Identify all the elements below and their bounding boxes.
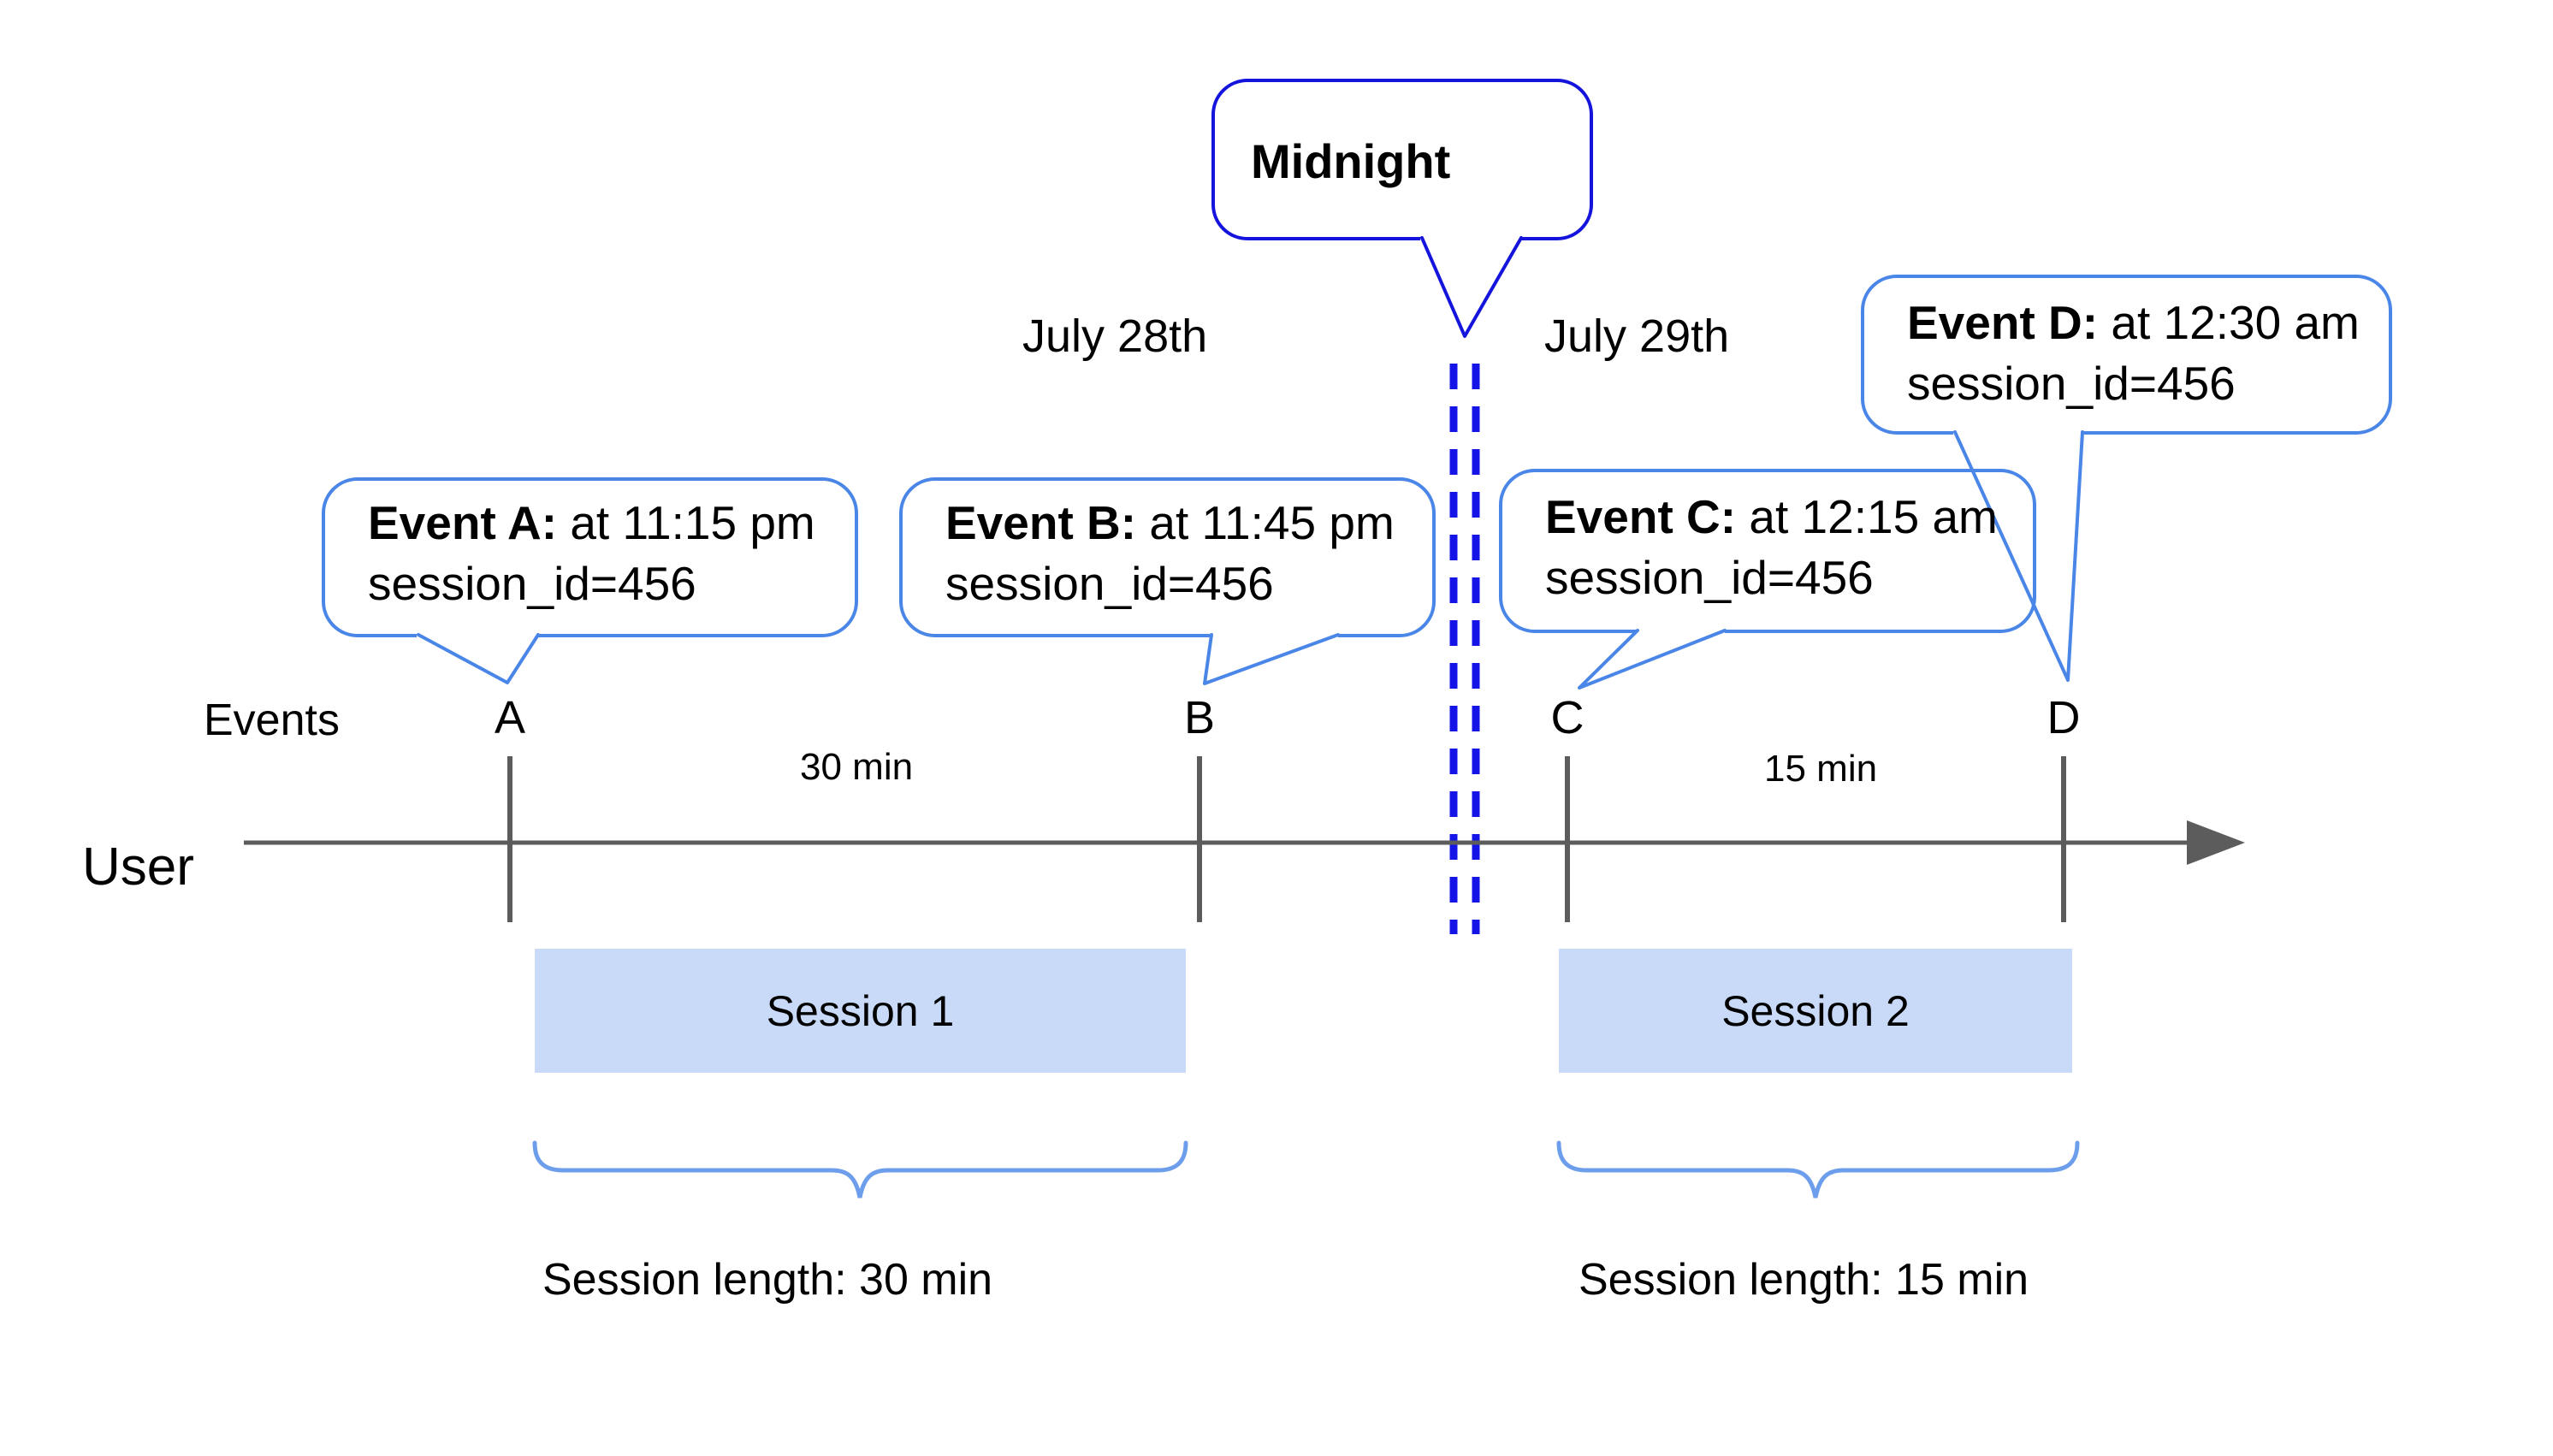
event-d-bubble-tail-gap [1953, 429, 2082, 437]
event-a-bubble-tail-gap [417, 632, 538, 640]
session-2-length-label: Session length: 15 min [1579, 1255, 2029, 1305]
event-d-bubble-tail [1953, 430, 2084, 682]
tick-label-a: A [494, 692, 526, 743]
date-july-28: July 28th [1022, 311, 1208, 362]
event-b-time: at 11:45 pm [1136, 496, 1395, 549]
session-2-brace [1556, 1140, 2080, 1199]
tick-label-b: B [1183, 692, 1216, 743]
event-a-time: at 11:15 pm [557, 496, 815, 549]
event-c-bubble [1499, 469, 2036, 633]
event-a-bubble-tail [417, 633, 540, 684]
event-c-time: at 12:15 am [1736, 490, 1998, 543]
event-c-line1: Event C: at 12:15 am [1545, 487, 1998, 547]
event-d-title: Event D: [1907, 296, 2099, 349]
event-a-line1: Event A: at 11:15 pm [368, 493, 815, 553]
session-2-box: Session 2 [1559, 949, 2072, 1073]
events-axis-label: Events [204, 695, 340, 745]
date-july-29: July 29th [1544, 311, 1730, 362]
event-b-session-id: session_id=456 [945, 557, 1274, 610]
session-1-length-label: Session length: 30 min [542, 1255, 993, 1305]
event-a-bubble-text: Event A: at 11:15 pm session_id=456 [368, 493, 815, 614]
event-c-bubble-tail [1578, 629, 1727, 690]
event-c-bubble-tail-gap [1636, 628, 1725, 636]
event-a-title: Event A: [368, 496, 558, 549]
event-a-bubble [322, 477, 858, 637]
session-1-label: Session 1 [766, 986, 955, 1035]
interval-label-15min: 15 min [1764, 748, 1878, 790]
tick-label-c: C [1550, 692, 1585, 743]
event-b-bubble-tail-gap [1210, 632, 1338, 640]
event-a-session-id: session_id=456 [368, 557, 696, 610]
session-2-label: Session 2 [1721, 986, 1910, 1035]
event-d-line1: Event D: at 12:30 am [1907, 293, 2360, 353]
user-axis-label: User [82, 837, 194, 897]
midnight-bubble [1211, 79, 1593, 240]
event-b-bubble-tail [1203, 633, 1340, 685]
event-d-time: at 12:30 am [2098, 296, 2360, 349]
session-1-brace [532, 1140, 1188, 1199]
event-b-title: Event B: [945, 496, 1137, 549]
session-1-box: Session 1 [535, 949, 1186, 1073]
event-b-bubble-text: Event B: at 11:45 pm session_id=456 [945, 493, 1395, 614]
midnight-bubble-label: Midnight [1251, 134, 1451, 188]
event-d-bubble-text: Event D: at 12:30 am session_id=456 [1907, 293, 2360, 414]
event-d-session-id: session_id=456 [1907, 357, 2236, 410]
event-c-bubble-text: Event C: at 12:15 am session_id=456 [1545, 487, 1998, 608]
timeline-arrowhead-icon [2187, 820, 2245, 865]
event-b-bubble [899, 477, 1436, 637]
interval-label-30min: 30 min [800, 746, 914, 788]
event-c-title: Event C: [1545, 490, 1737, 543]
midnight-bubble-tail-gap [1420, 235, 1521, 243]
event-b-line1: Event B: at 11:45 pm [945, 493, 1395, 553]
midnight-bubble-tail [1420, 236, 1523, 338]
event-d-bubble [1861, 275, 2392, 435]
tick-label-d: D [2047, 692, 2081, 743]
event-c-session-id: session_id=456 [1545, 551, 1874, 604]
